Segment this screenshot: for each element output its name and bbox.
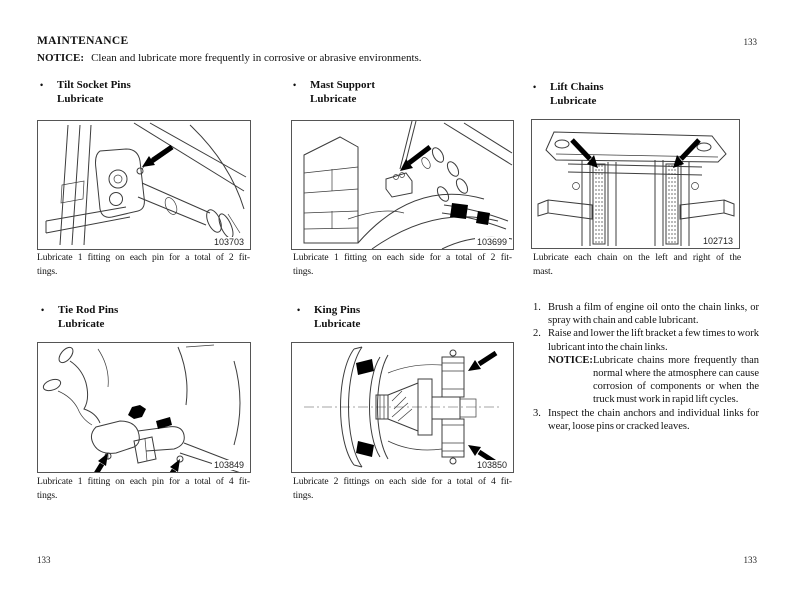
bullet-icon: • — [533, 82, 537, 92]
bullet-icon: • — [293, 80, 297, 90]
lift-chain-instructions: 1.Brush a film of engine oil onto the ch… — [533, 301, 759, 433]
figure-number: 103849 — [211, 460, 246, 470]
lift-chains-illustration — [537, 131, 735, 246]
tilt-socket-pin-illustration — [45, 122, 247, 246]
figure-lift-chains: 102713 — [531, 119, 740, 249]
figure-number: 102713 — [700, 236, 735, 246]
caption-king-pins: Lubricate 2 fittings on each side for a … — [293, 477, 512, 501]
section-title: Lift Chains — [550, 81, 604, 93]
section-subtitle: Lubricate — [310, 92, 357, 105]
instruction-notice: NOTICE:Lubricate chains more frequently … — [548, 354, 759, 406]
section-subtitle: Lubricate — [58, 317, 105, 330]
bullet-icon: • — [297, 305, 301, 315]
section-subtitle: Lubricate — [550, 94, 597, 107]
figure-mast-support: 103699 — [291, 120, 514, 250]
figure-king-pins: 103850 — [291, 342, 514, 473]
caption-lift-chains: Lubricate each chain on the left and rig… — [533, 253, 741, 277]
section-title: Tilt Socket Pins — [57, 79, 131, 91]
section-heading-lift-chains: • Lift Chains Lubricate — [533, 81, 604, 108]
figure-number: 103850 — [474, 460, 509, 470]
instruction-item-2: 2.Raise and lower the lift bracket a few… — [533, 328, 759, 353]
section-heading-tilt-socket-pins: • Tilt Socket Pins Lubricate — [40, 79, 131, 106]
figure-tilt-socket-pins: 103703 — [37, 120, 251, 250]
caption-tie-rod-pins: Lubricate 1 fitting on each pin for a to… — [37, 477, 250, 501]
instruction-item-3: 3.Inspect the chain anchors and individu… — [533, 407, 759, 432]
bullet-icon: • — [41, 305, 45, 315]
caption-mast-support: Lubricate 1 fitting on each side for a t… — [293, 253, 512, 277]
tie-rod-pins-illustration — [42, 344, 247, 472]
page-number-top: 133 — [743, 37, 758, 47]
page-number-bottom-left: 133 — [37, 555, 51, 565]
section-heading-tie-rod-pins: • Tie Rod Pins Lubricate — [41, 304, 118, 331]
section-heading-king-pins: • King Pins Lubricate — [297, 304, 360, 331]
notice-label: NOTICE: — [37, 52, 85, 64]
section-subtitle: Lubricate — [57, 92, 104, 105]
page-title: MAINTENANCE — [37, 35, 129, 47]
section-heading-mast-support: • Mast Support Lubricate — [293, 79, 375, 106]
caption-tilt-socket-pins: Lubricate 1 fitting on each pin for a to… — [37, 253, 250, 277]
instruction-item-1: 1.Brush a film of engine oil onto the ch… — [533, 302, 759, 327]
section-subtitle: Lubricate — [314, 317, 361, 330]
mast-support-illustration — [303, 121, 513, 249]
section-title: Tie Rod Pins — [58, 304, 119, 316]
notice-text: Clean and lubricate more frequently in c… — [91, 52, 422, 64]
figure-tie-rod-pins: 103849 — [37, 342, 251, 473]
king-pins-illustration — [304, 346, 502, 468]
section-title: Mast Support — [310, 79, 376, 91]
page-number-bottom-right: 133 — [743, 555, 758, 565]
figure-number: 103703 — [211, 237, 246, 247]
section-title: King Pins — [314, 304, 361, 316]
figure-number: 103699 — [474, 237, 509, 247]
bullet-icon: • — [40, 80, 44, 90]
notice-line: NOTICE: Clean and lubricate more frequent… — [37, 52, 422, 64]
